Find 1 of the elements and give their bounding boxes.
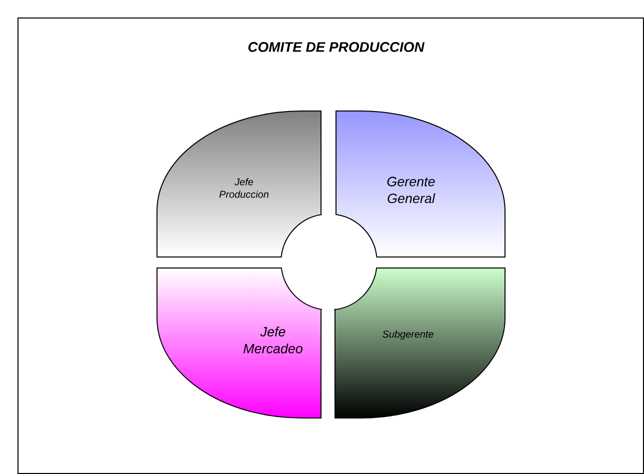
title: COMITE DE PRODUCCION — [248, 42, 425, 52]
